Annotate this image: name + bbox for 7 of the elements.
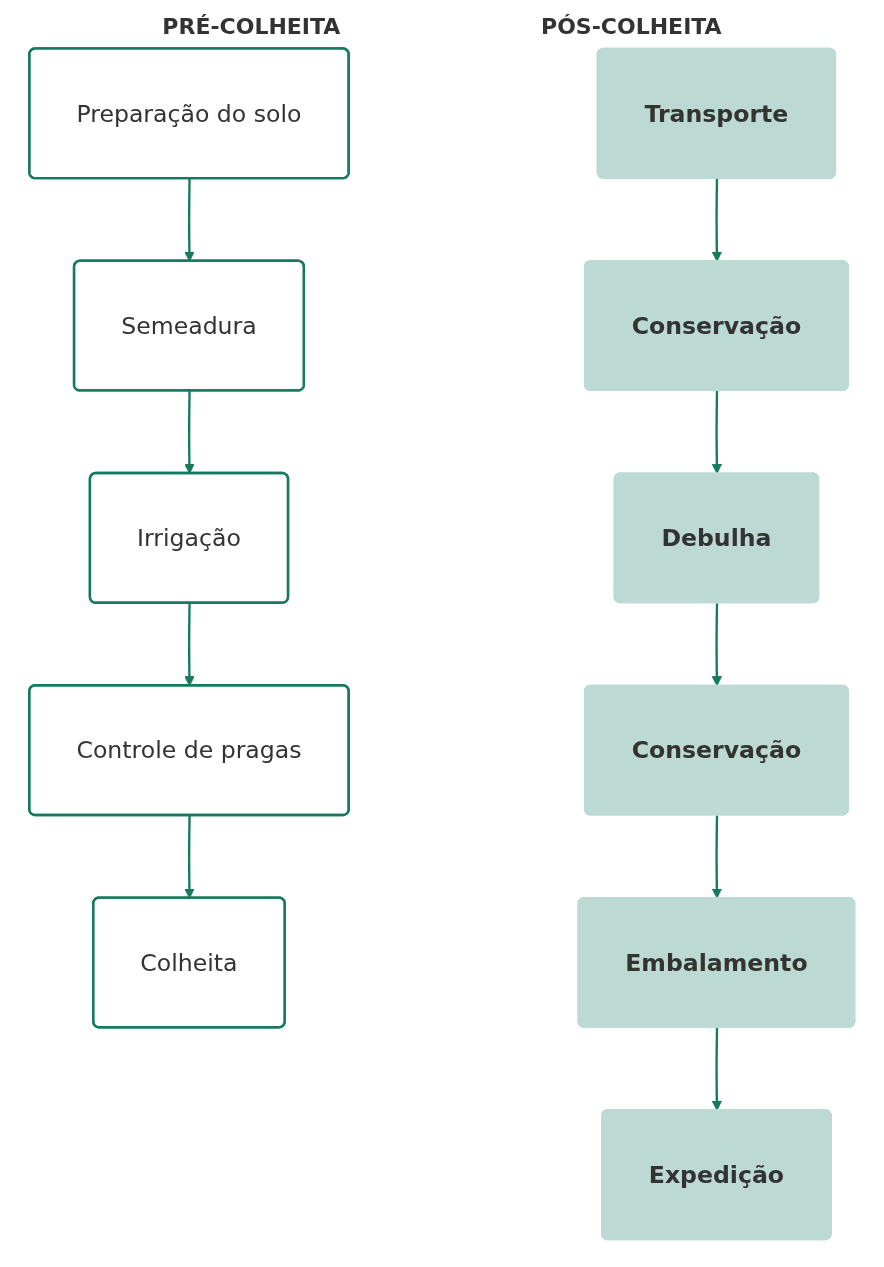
column-heading: PRÉ-COLHEITA <box>162 14 341 39</box>
arrow <box>711 1027 723 1111</box>
arrow <box>711 815 723 899</box>
column-heading: PÓS-COLHEITA <box>541 14 722 39</box>
arrow <box>711 178 723 262</box>
arrow <box>711 391 723 475</box>
arrow <box>711 603 723 687</box>
